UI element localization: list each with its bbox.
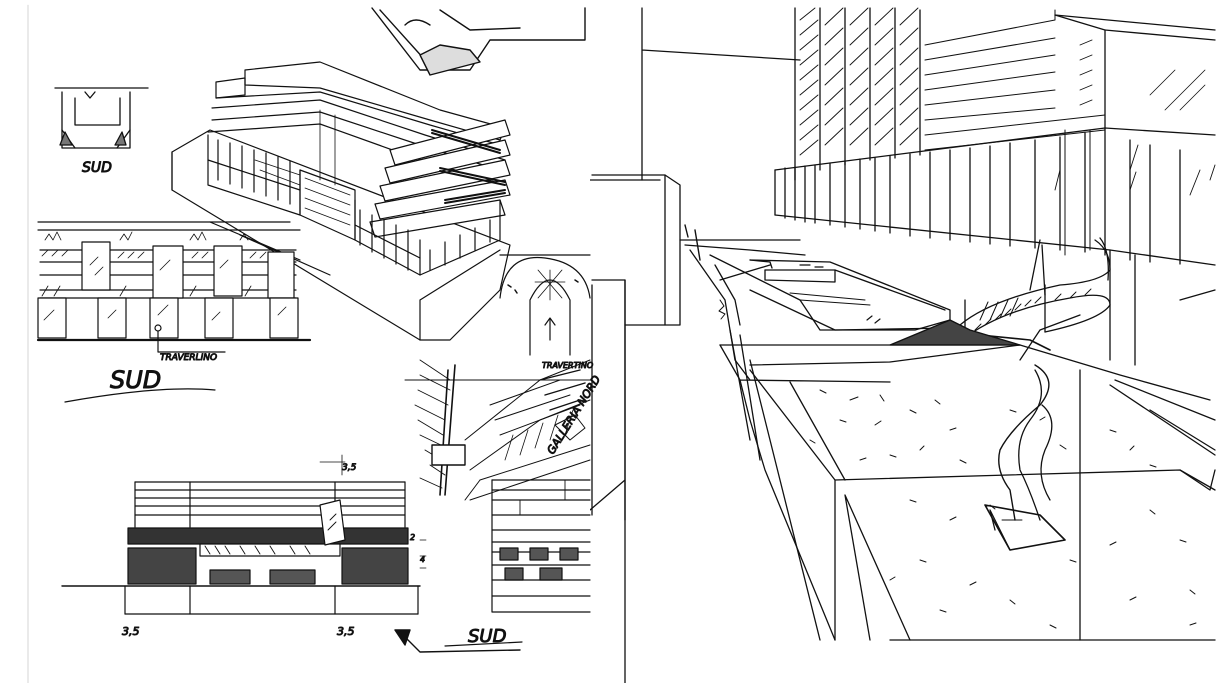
side-elevation-sketch (491, 479, 591, 613)
north-arrow-icon (394, 629, 521, 653)
partial-floorplan-sketch (371, 7, 586, 76)
label-travertino: TRAVERTINO (542, 361, 593, 370)
underline-sud-large (64, 388, 216, 403)
perspective-sketch-right (589, 0, 1217, 684)
small-facade-sketch (54, 87, 149, 149)
dim-35-left: 3,5 (122, 625, 140, 638)
label-sud-bottom: SUD (468, 626, 506, 647)
underline-sud-bottom (444, 641, 523, 647)
south-elevation-sketch (36, 221, 312, 353)
perspective-sketch-drawing (589, 7, 1216, 684)
dim-small-1: 2 (410, 533, 415, 542)
sketch-page-left-drawing: SUD (27, 4, 604, 684)
planter-block-sketch (749, 259, 951, 331)
label-sud-small: SUD (82, 160, 112, 176)
arch-detail-sketch (499, 254, 591, 356)
street-perspective-sketch (404, 359, 591, 501)
dim-35-mid: 3,5 (337, 625, 355, 638)
sculpture-icon (984, 364, 1066, 551)
dim-35-top: 3,5 (342, 463, 357, 473)
main-elevation-sketch (61, 454, 427, 615)
sketch-page-left: SUD (0, 0, 604, 684)
promenade-sketch (679, 224, 951, 641)
tall-building-facade-sketch (794, 7, 1216, 181)
plaza-foreground-sketch (719, 344, 1216, 641)
dim-small-2: 4 (420, 555, 425, 564)
spiral-staircase-sketch (889, 237, 1111, 361)
left-building-sketch (589, 7, 801, 684)
axonometric-building-sketch (171, 61, 511, 341)
label-traverline: TRAVERLINO (160, 353, 217, 363)
long-facade-band-sketch (774, 127, 1216, 366)
